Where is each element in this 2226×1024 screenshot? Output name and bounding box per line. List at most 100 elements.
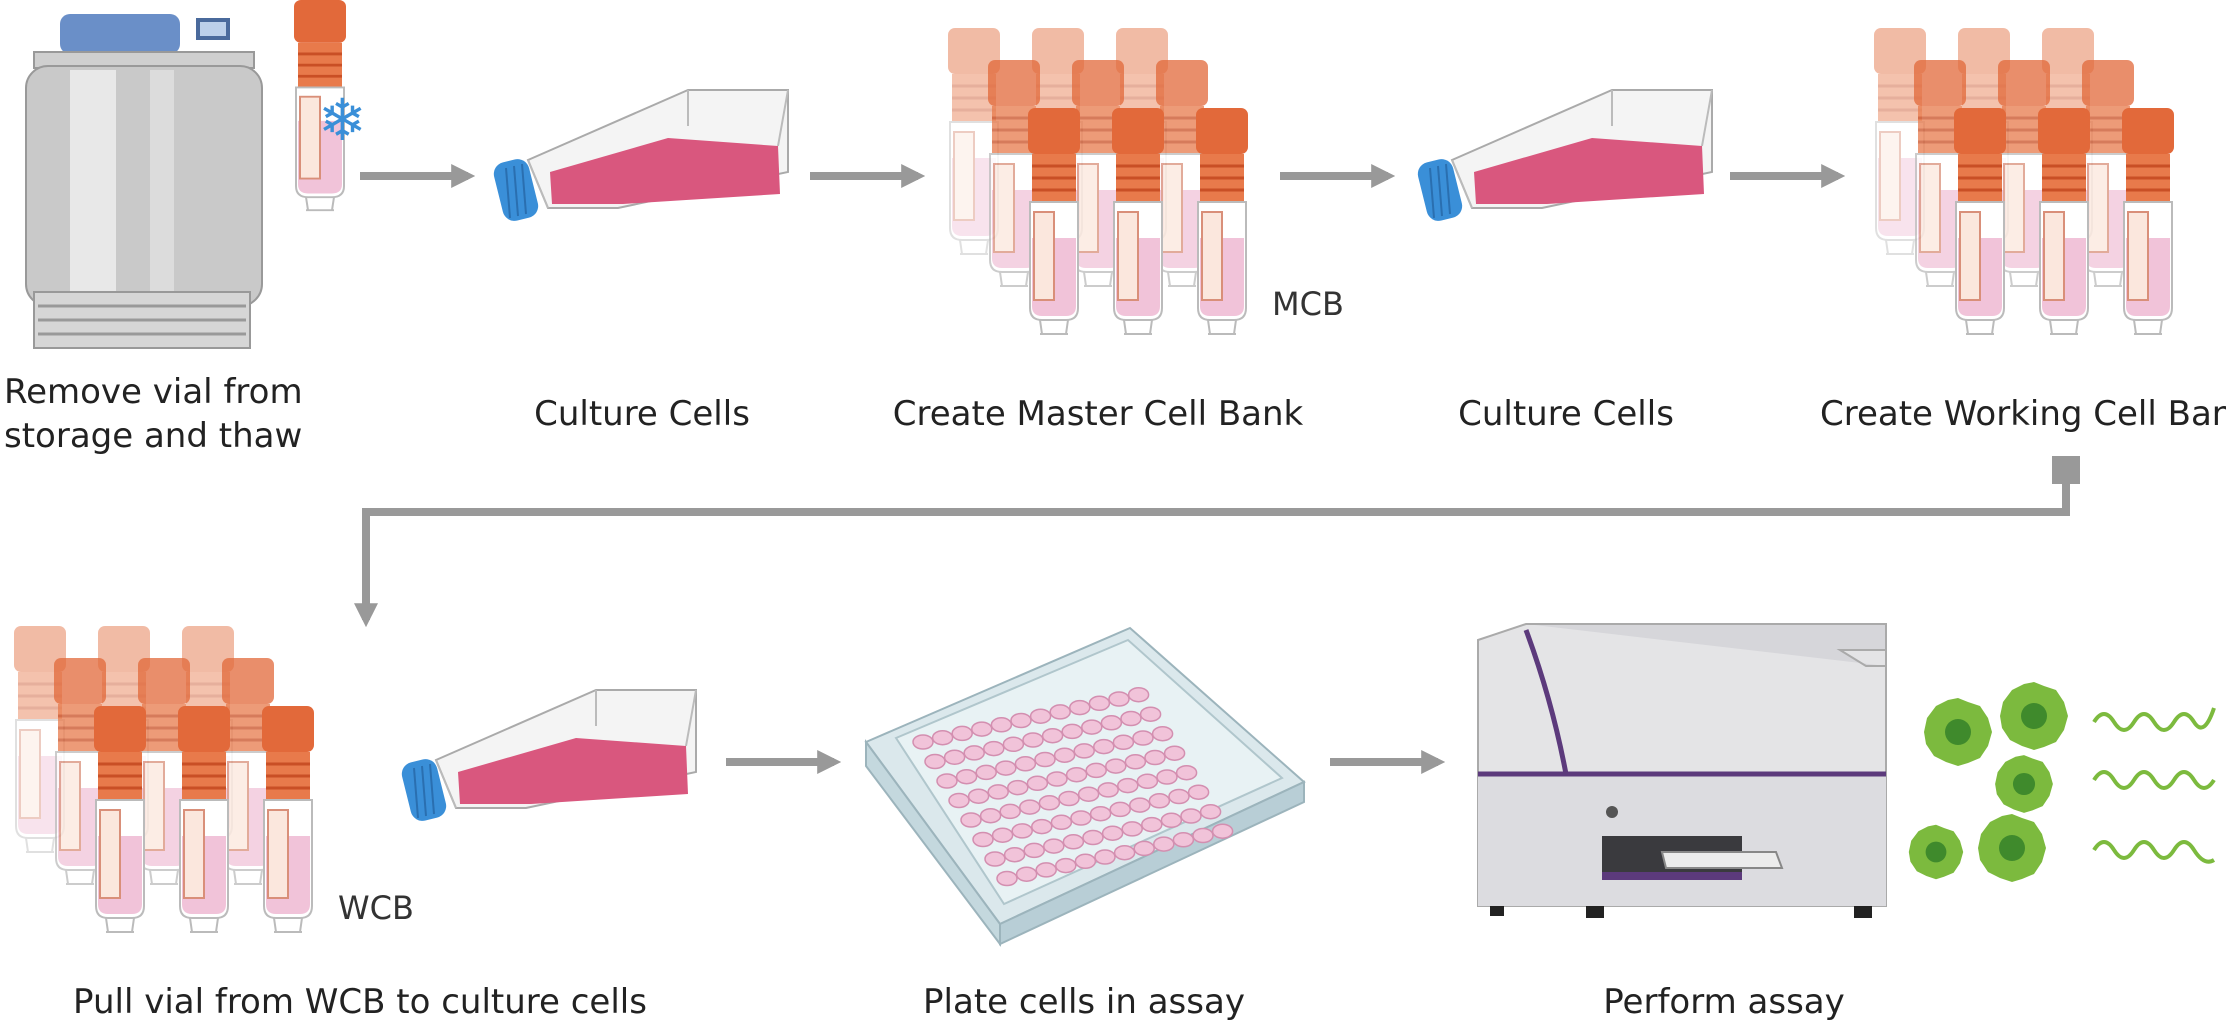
plate-well — [1151, 725, 1174, 742]
plate-well — [1007, 779, 1029, 796]
plate-well — [979, 807, 1002, 824]
plate-well — [996, 870, 1018, 887]
plate-well — [924, 753, 946, 770]
plate-well — [1031, 818, 1053, 835]
step-label-create-mcb: Create Master Cell Bank — [892, 394, 1304, 434]
plate-well — [1053, 747, 1076, 763]
plate-well — [1124, 754, 1147, 770]
plate-well — [1015, 866, 1038, 882]
plate-well — [1049, 704, 1071, 720]
plate-well — [1144, 749, 1166, 766]
plate-well — [1136, 773, 1159, 790]
plate-well — [951, 725, 973, 742]
plate-well — [1088, 695, 1111, 712]
plate-well — [1211, 823, 1234, 839]
working-cell-bank-vials-icon — [1872, 26, 2176, 336]
wcb-tag: WCB — [338, 889, 414, 927]
plate-well — [1093, 738, 1115, 755]
plate-well — [1038, 795, 1061, 811]
plate-well — [1058, 790, 1080, 807]
plate-well — [1070, 810, 1092, 826]
plate-well — [1003, 846, 1026, 863]
plate-well — [1168, 788, 1190, 805]
plate-well — [1041, 727, 1064, 744]
plate-well — [1074, 853, 1097, 870]
plate-well — [999, 803, 1021, 820]
plate-well — [1101, 825, 1124, 841]
well-plate-icon — [864, 626, 1306, 947]
plate-well — [1089, 805, 1112, 822]
plate-reader-instrument-icon — [1477, 623, 1887, 918]
plate-well — [1022, 732, 1044, 748]
plate-well — [1062, 834, 1085, 850]
plate-well — [1105, 758, 1127, 774]
step-label-culture-cells-2: Culture Cells — [1458, 394, 1674, 434]
plate-well — [971, 721, 993, 737]
plate-well — [1019, 799, 1041, 815]
plate-well — [1180, 808, 1202, 824]
plate-well — [931, 729, 954, 746]
plate-well — [1069, 699, 1091, 716]
plate-well — [1026, 775, 1049, 792]
plate-well — [983, 740, 1005, 757]
plate-well — [990, 717, 1013, 733]
plate-well — [995, 760, 1017, 776]
plate-well — [1094, 849, 1116, 865]
snowflake-icon: ❄ — [318, 86, 367, 154]
plate-well — [1077, 786, 1100, 802]
plate-well — [1034, 751, 1056, 768]
plate-well — [1187, 784, 1210, 800]
plate-well — [1023, 842, 1045, 859]
culture-flask-icon-2 — [1414, 89, 1713, 225]
plate-well — [1073, 743, 1095, 759]
plate-well — [943, 749, 966, 765]
plate-well — [1043, 838, 1065, 854]
plate-well — [1120, 710, 1142, 727]
mcb-tag: MCB — [1272, 285, 1344, 323]
plate-well — [972, 831, 994, 848]
cryo-storage-tank-icon — [25, 14, 263, 349]
step-label-remove-vial-line1: Remove vial from — [4, 372, 303, 412]
plate-well — [1132, 730, 1154, 746]
plate-well — [1113, 844, 1136, 861]
culture-flask-icon-3 — [398, 689, 697, 825]
plate-well — [963, 745, 985, 761]
plate-well — [1010, 712, 1032, 729]
step-label-create-wcb: Create Working Cell Bank — [1820, 394, 2226, 434]
plate-well — [967, 788, 990, 804]
plate-well — [955, 768, 978, 785]
plate-well — [1108, 691, 1130, 707]
plate-well — [1160, 812, 1183, 829]
step-label-perform-assay: Perform assay — [1603, 982, 1845, 1022]
step-label-culture-cells-1: Culture Cells — [534, 394, 750, 434]
plate-well — [1014, 756, 1037, 772]
step-label-plate-cells: Plate cells in assay — [923, 982, 1245, 1022]
plate-well — [1029, 708, 1052, 724]
plate-well — [912, 734, 934, 750]
plate-well — [1085, 762, 1107, 779]
plate-well — [1163, 745, 1186, 761]
plate-well — [948, 792, 970, 809]
plate-well — [1046, 771, 1068, 787]
plate-well — [984, 851, 1006, 867]
plate-well — [1199, 803, 1222, 820]
plate-well — [1175, 764, 1198, 781]
plate-well — [1002, 736, 1025, 753]
plate-well — [987, 784, 1009, 800]
plate-well — [1055, 857, 1077, 874]
step-label-pull-vial: Pull vial from WCB to culture cells — [73, 982, 647, 1022]
master-cell-bank-vials-icon — [946, 26, 1250, 336]
plate-well — [1112, 734, 1135, 751]
plate-well — [1117, 777, 1139, 794]
plate-well — [1153, 836, 1175, 852]
plate-well — [1081, 719, 1103, 735]
plate-well — [1139, 706, 1162, 722]
plate-well — [1035, 862, 1057, 878]
wcb-vials-icon — [12, 624, 316, 934]
plate-well — [1172, 832, 1195, 848]
plate-well — [936, 773, 958, 789]
plate-well — [1127, 686, 1150, 703]
plate-well — [1192, 827, 1214, 844]
plate-well — [1156, 769, 1178, 785]
